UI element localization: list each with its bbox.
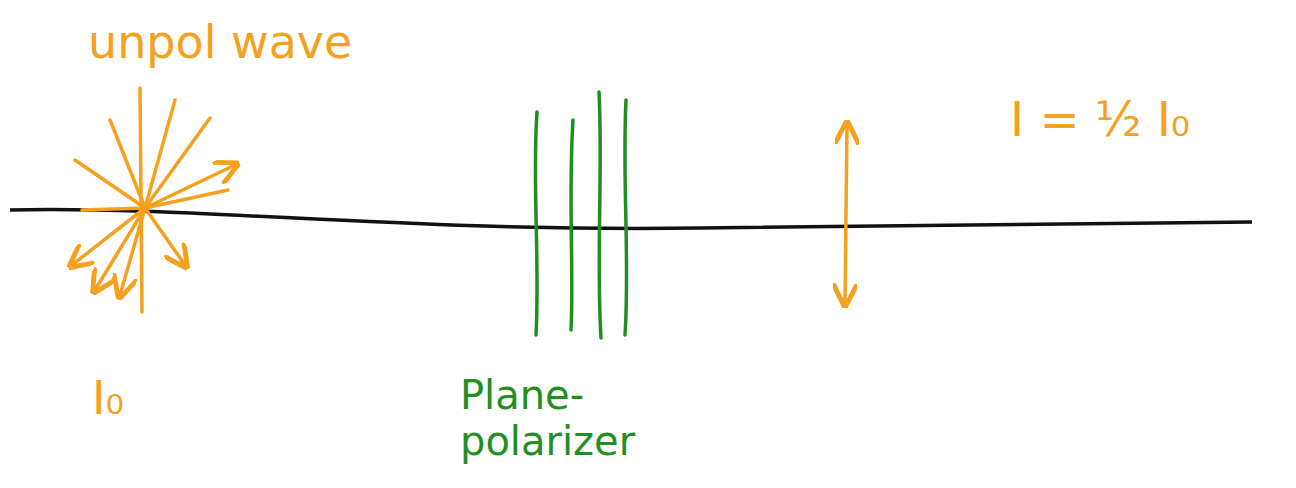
- intensity-label: I₀: [92, 372, 124, 425]
- polarized-field-arrow: [845, 125, 847, 303]
- polarizer-label: Plane-polarizer: [460, 372, 690, 464]
- propagation-axis: [10, 210, 1252, 229]
- wave-label: unpol wave: [88, 16, 352, 69]
- unpolarized-wave-symbol: [72, 88, 235, 312]
- intensity-formula: I = ½ I₀: [1010, 92, 1190, 147]
- polarizer-grating: [535, 92, 626, 338]
